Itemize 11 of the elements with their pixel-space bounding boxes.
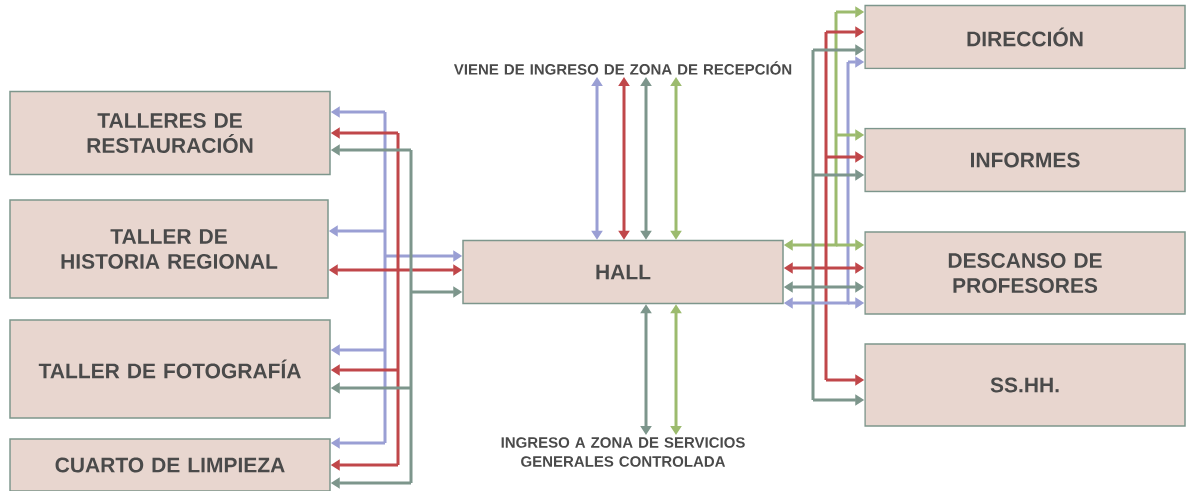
zone-label: VIENE DE INGRESO DE ZONA DE RECEPCIÓN bbox=[453, 61, 792, 75]
zone-label: INGRESO A ZONA DE SERVICIOS GENERALES CONTROLADA bbox=[501, 437, 745, 467]
room-box: TALLER DE HISTORIA REGIONAL bbox=[9, 199, 329, 299]
room-box: INFORMES bbox=[864, 127, 1186, 193]
room-box: SS.HH. bbox=[864, 343, 1186, 427]
room-box: DESCANSO DE PROFESORES bbox=[864, 231, 1186, 315]
room-box: DIRECCIÓN bbox=[864, 4, 1186, 70]
room-box: CUARTO DE LIMPIEZA bbox=[9, 438, 331, 491]
room-box: TALLER DE FOTOGRAFÍA bbox=[9, 319, 331, 419]
room-box: HALL bbox=[462, 239, 784, 305]
room-box: TALLERES DE RESTAURACIÓN bbox=[9, 90, 331, 176]
